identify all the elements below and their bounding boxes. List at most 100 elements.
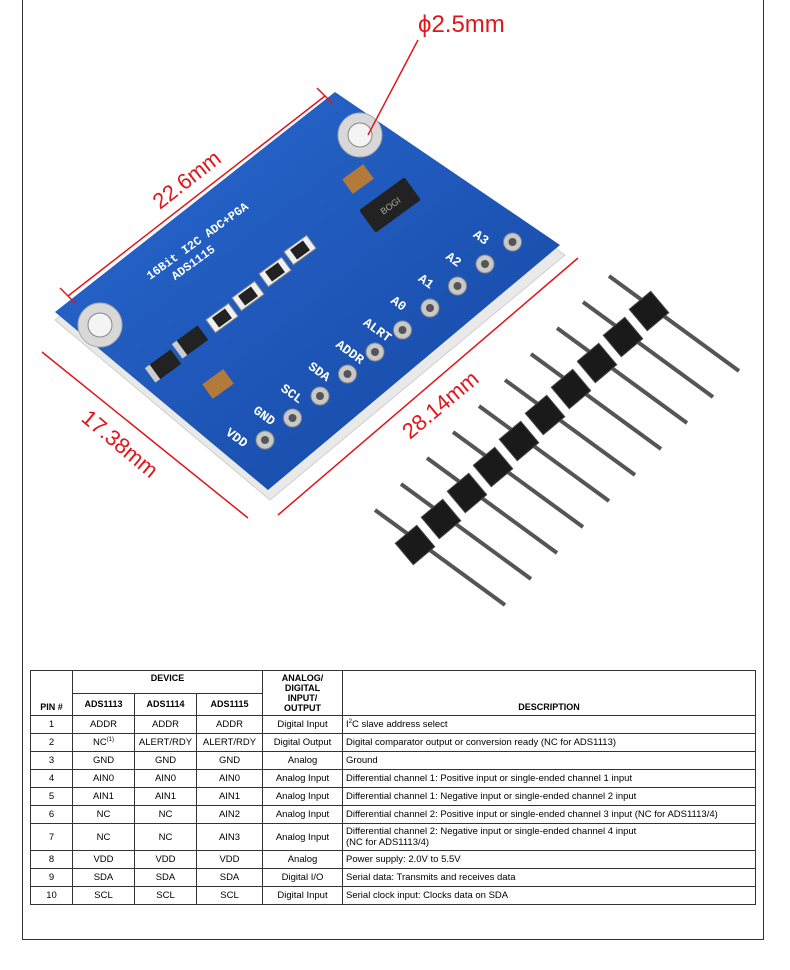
cell-pin: 3 [30, 751, 73, 770]
cell-type: Analog Input [262, 769, 344, 788]
cell-pin: 1 [30, 715, 73, 734]
adc-chip: BOGI [359, 178, 421, 232]
cell-type: Digital I/O [262, 868, 344, 887]
cell-pin: 10 [30, 886, 73, 905]
cell-ads1113: NC [72, 823, 135, 851]
pin-header [373, 274, 741, 607]
cell-ads1114: ALERT/RDY [134, 733, 197, 752]
cell-ads1113: ADDR [72, 715, 135, 734]
cell-pin: 4 [30, 769, 73, 788]
product-illustration: BOGI 16Bit I2C ADC+PGA ADS1115 VDDGNDSCL… [41, 11, 741, 607]
header-pin [607, 274, 741, 373]
cell-ads1114: VDD [134, 850, 197, 869]
cell-ads1115: SDA [195, 868, 264, 887]
capacitor-2 [202, 369, 234, 399]
cell-ads1115: AIN3 [195, 823, 264, 851]
hole-dimension-label: ϕ2.5mm [418, 11, 505, 38]
cell-ads1115: AIN2 [195, 805, 264, 824]
cell-pin: 6 [30, 805, 73, 824]
cell-description: Differential channel 2: Negative input o… [342, 823, 756, 851]
header-pin [373, 508, 507, 607]
dimension-hole: ϕ2.5mm [367, 11, 505, 136]
resistor-1 [283, 234, 317, 266]
cell-type: Analog Input [262, 823, 344, 851]
cell-ads1114: SDA [134, 868, 197, 887]
pin-function-table: PIN # DEVICE ANALOG/ DIGITAL INPUT/ OUTP… [30, 670, 756, 905]
cell-ads1114: AIN1 [134, 787, 197, 806]
resistor-3 [231, 280, 265, 312]
cell-description: Serial data: Transmits and receives data [342, 868, 756, 887]
cell-type: Analog Input [262, 805, 344, 824]
header-ads1113: ADS1113 [72, 692, 135, 716]
cell-type: Digital Input [262, 715, 344, 734]
mounting-hole-left [77, 302, 123, 348]
cell-ads1115: SCL [195, 886, 264, 905]
cell-ads1114: AIN0 [134, 769, 197, 788]
cell-ads1114: SCL [134, 886, 197, 905]
cell-pin: 7 [30, 823, 73, 851]
cell-ads1115: GND [195, 751, 264, 770]
header-device: DEVICE [71, 670, 264, 694]
capacitor [342, 164, 374, 194]
mounting-hole-top [337, 112, 383, 158]
cell-description: Differential channel 2: Positive input o… [342, 805, 756, 824]
cell-pin: 8 [30, 850, 73, 869]
header-pin [581, 300, 715, 399]
cell-type: Digital Input [262, 886, 344, 905]
cell-ads1113: GND [72, 751, 135, 770]
header-pin [451, 430, 585, 529]
cell-description: Ground [342, 751, 756, 770]
cell-ads1113: AIN0 [72, 769, 135, 788]
cell-description: Digital comparator output or conversion … [342, 733, 756, 752]
cell-ads1113: NC [72, 805, 135, 824]
cell-description: Power supply: 2.0V to 5.5V [342, 850, 756, 869]
cell-ads1113: VDD [72, 850, 135, 869]
page-frame [22, 0, 764, 940]
cell-ads1113: NC(1) [72, 733, 135, 752]
cell-type: Analog Input [262, 787, 344, 806]
header-analog-digital: ANALOG/ DIGITAL INPUT/ OUTPUT [262, 670, 344, 716]
cell-ads1115: VDD [195, 850, 264, 869]
pcb-board: BOGI 16Bit I2C ADC+PGA ADS1115 VDDGNDSCL… [54, 92, 566, 501]
header-pin [477, 404, 611, 503]
header-pin [503, 378, 637, 477]
cell-description: I2C slave address select [342, 715, 756, 734]
cell-ads1115: ALERT/RDY [195, 733, 264, 752]
header-pin [425, 456, 559, 555]
height-dimension-label: 17.38mm [77, 405, 163, 483]
resistor-2 [258, 256, 292, 288]
resistor-4 [205, 302, 239, 334]
cell-description: Differential channel 1: Negative input o… [342, 787, 756, 806]
cell-ads1115: AIN0 [195, 769, 264, 788]
cell-pin: 5 [30, 787, 73, 806]
header-ads1114: ADS1114 [134, 692, 197, 716]
cell-description: Serial clock input: Clocks data on SDA [342, 886, 756, 905]
header-description: DESCRIPTION [342, 670, 756, 716]
cell-ads1113: SDA [72, 868, 135, 887]
cell-ads1115: AIN1 [195, 787, 264, 806]
cell-type: Digital Output [262, 733, 344, 752]
cell-ads1114: NC [134, 805, 197, 824]
header-pin [555, 326, 689, 425]
cell-ads1115: ADDR [195, 715, 264, 734]
diode-1 [171, 325, 209, 359]
cell-type: Analog [262, 850, 344, 869]
cell-ads1114: GND [134, 751, 197, 770]
cell-pin: 2 [30, 733, 73, 752]
cell-type: Analog [262, 751, 344, 770]
header-pin: PIN # [30, 670, 73, 716]
cell-ads1113: AIN1 [72, 787, 135, 806]
cell-ads1113: SCL [72, 886, 135, 905]
cell-description: Differential channel 1: Positive input o… [342, 769, 756, 788]
header-pin [529, 352, 663, 451]
